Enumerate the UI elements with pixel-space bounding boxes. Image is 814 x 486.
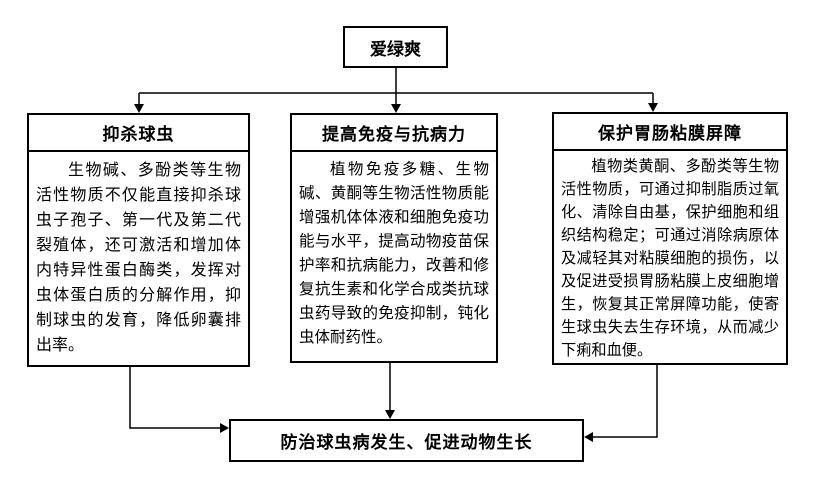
arrow-right-icon: [220, 423, 229, 433]
branch-body: 植物免疫多糖、生物碱、黄酮等生物活性物质能增强机体体液和细胞免疫功能与水平，提高…: [299, 160, 489, 346]
branch-body: 植物类黄酮、多酚类等生物活性物质，可通过抑制脂质过氧化、清除自由基，保护细胞和组…: [561, 157, 779, 359]
arrow-down-icon: [648, 103, 658, 112]
connector-branch3-to-conclusion: [584, 365, 658, 442]
root-node: 爱绿爽: [343, 26, 448, 68]
connector-branch2-to-conclusion: [385, 363, 395, 419]
arrow-down-icon: [134, 104, 144, 113]
branch-body: 生物碱、多酚类等生物活性物质不仅能直接抑杀球虫子孢子、第一代及第二代裂殖体，还可…: [36, 160, 241, 354]
branch-title: 保护胃肠粘膜屏障: [554, 114, 786, 151]
branch-node-protect-mucosa: 保护胃肠粘膜屏障 植物类黄酮、多酚类等生物活性物质，可通过抑制脂质过氧化、清除自…: [552, 112, 788, 365]
branch-node-improve-immunity: 提高免疫与抗病力 植物免疫多糖、生物碱、黄酮等生物活性物质能增强机体体液和细胞免…: [290, 113, 498, 363]
root-node-label: 爱绿爽: [370, 39, 421, 60]
conclusion-node: 防治球虫病发生、促进动物生长: [229, 419, 584, 462]
branch-node-inhibit-coccidia: 抑杀球虫 生物碱、多酚类等生物活性物质不仅能直接抑杀球虫子孢子、第一代及第二代裂…: [27, 113, 250, 367]
arrow-down-icon: [391, 104, 401, 113]
connector-branch1-to-conclusion: [129, 367, 229, 433]
arrow-left-icon: [584, 432, 593, 442]
conclusion-node-label: 防治球虫病发生、促进动物生长: [280, 433, 533, 453]
connector-root-to-branches: [134, 68, 658, 113]
branch-title: 提高免疫与抗病力: [292, 115, 496, 152]
branch-title: 抑杀球虫: [29, 115, 248, 152]
arrow-down-icon: [385, 410, 395, 419]
